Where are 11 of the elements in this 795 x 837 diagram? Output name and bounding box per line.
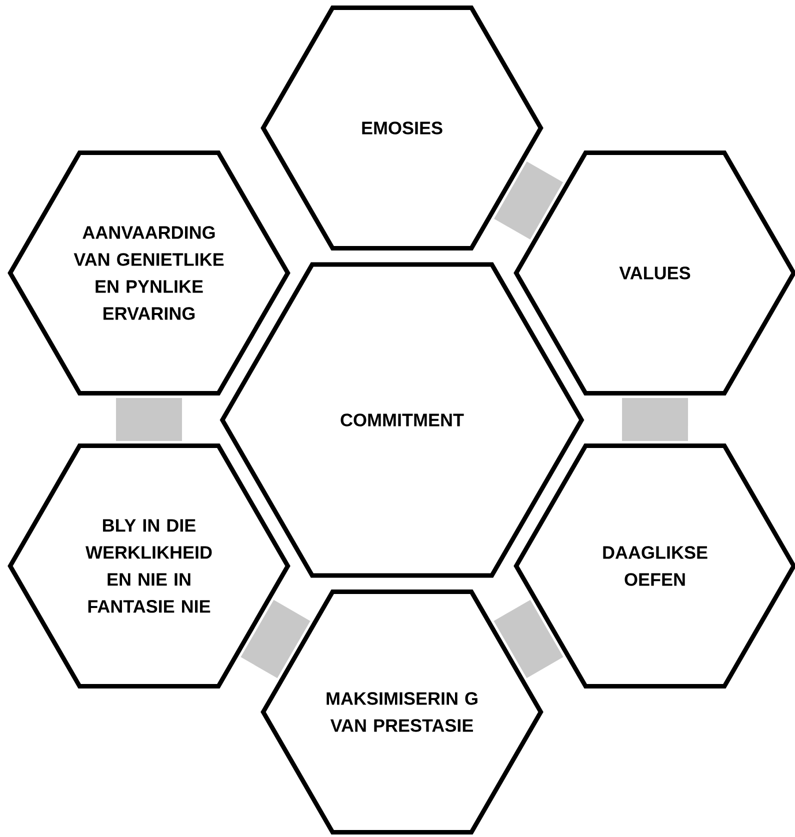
- hexagon: AANVAARDING VAN GENIETLIKE EN PYNLIKE ERVARING: [8, 150, 290, 396]
- hexagon: EMOSIES: [260, 6, 544, 250]
- connector-band: [622, 398, 688, 442]
- hexagon: BLY IN DIE WERKLIKHEID EN NIE IN FANTASIE NIE: [8, 444, 290, 688]
- connector-band: [494, 162, 564, 240]
- connector-band: [116, 398, 182, 442]
- hexagon: DAAGLIKSE OEFEN: [514, 444, 795, 688]
- hexagon: VALUES: [514, 150, 795, 396]
- connector-band: [494, 600, 564, 678]
- connector-band: [240, 600, 310, 678]
- hexagon: MAKSIMISERIN G VAN PRESTASIE: [260, 590, 544, 834]
